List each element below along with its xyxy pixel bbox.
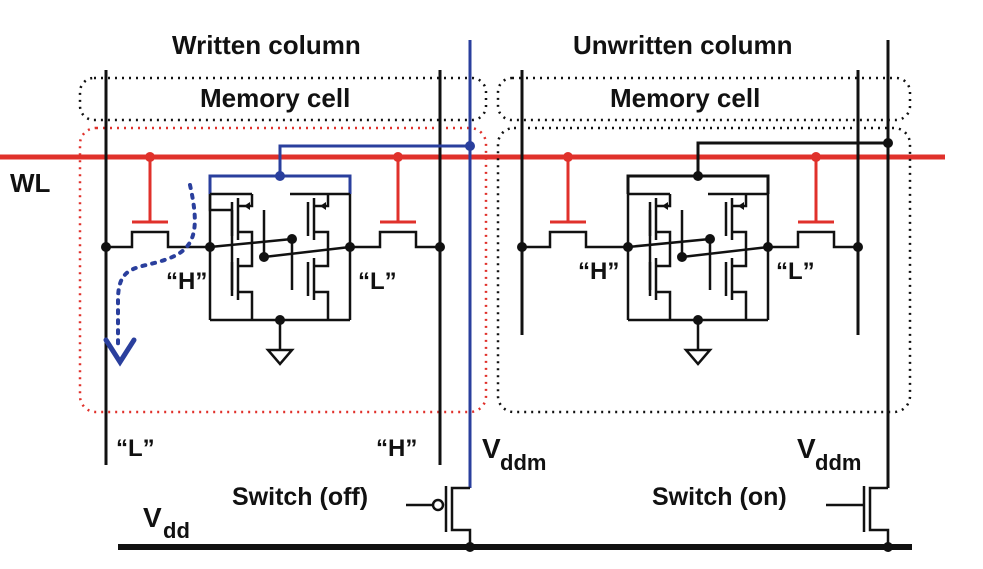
- written-switch: [406, 486, 475, 552]
- unwritten-node-left-label: “H”: [578, 258, 619, 285]
- written-node-right-label: “L”: [358, 268, 397, 295]
- unwritten-column-title: Unwritten column: [573, 30, 793, 60]
- unwritten-cell-boundary: [496, 126, 912, 414]
- written-memory-cell-label: Memory cell: [200, 83, 350, 113]
- written-cell-boundary: [78, 126, 488, 414]
- written-memory-cell-label-box: [78, 76, 488, 122]
- written-vddm-label-sub: ddm: [500, 450, 546, 475]
- vdd-label: V: [143, 502, 162, 533]
- word-line-label: WL: [10, 168, 51, 198]
- unwritten-switch-label: Switch (on): [652, 483, 787, 511]
- unwritten-vddm-label: V: [797, 433, 816, 464]
- unwritten-column: Unwritten column Memory cell: [496, 30, 912, 552]
- written-vddm-cell-supply: [278, 144, 470, 176]
- unwritten-vddm-label-sub: ddm: [815, 450, 861, 475]
- written-bitline-right-label: “H”: [376, 435, 417, 462]
- written-node-left-label: “H”: [166, 268, 207, 295]
- written-column: Written column Memory cell: [78, 30, 546, 552]
- unwritten-node-right-label: “L”: [776, 258, 815, 285]
- write-current-arrow: [116, 183, 197, 347]
- written-vddm-label: V: [482, 433, 501, 464]
- unwritten-switch: [826, 486, 893, 552]
- vdd-label-sub: dd: [163, 518, 190, 543]
- unwritten-memory-cell-label-box: [496, 76, 912, 122]
- unwritten-memory-cell-label: Memory cell: [610, 83, 760, 113]
- written-bitline-left-label: “L”: [116, 435, 155, 462]
- written-column-title: Written column: [172, 30, 361, 60]
- written-switch-label: Switch (off): [232, 483, 368, 511]
